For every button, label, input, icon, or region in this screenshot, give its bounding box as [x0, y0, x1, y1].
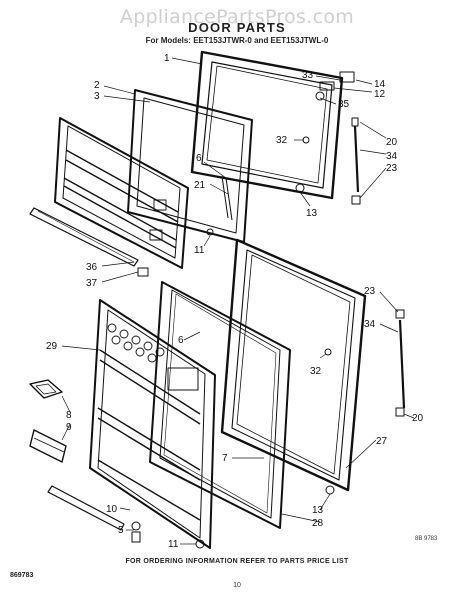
- callout-label: 6: [178, 335, 184, 346]
- callout-label: 36: [86, 262, 98, 273]
- callout-label: 13: [312, 505, 324, 516]
- freezer-trim-strip: [29, 207, 139, 267]
- callout-label: 33: [302, 70, 314, 81]
- callout-label: 23: [386, 163, 398, 174]
- diagram-subtitle: For Models: EET153JTWR-0 and EET153JTWL-…: [145, 36, 329, 45]
- callout-label: 7: [222, 453, 228, 464]
- fresh-food-door-liner: [89, 299, 216, 549]
- callout-label: 37: [86, 278, 98, 289]
- watermark: AppliancePartsPros.com: [119, 6, 355, 28]
- callout-label: 3: [94, 91, 100, 102]
- callout-label: 20: [412, 413, 424, 424]
- shelf-bracket: [29, 429, 67, 463]
- drawing-code: 8B 9783: [415, 536, 438, 542]
- fresh-food-liner-frame: [149, 281, 291, 529]
- callout-label: 29: [46, 341, 58, 352]
- callout-label: 6: [196, 153, 202, 164]
- callout-label: 12: [374, 89, 386, 100]
- freezer-outer-gasket: [190, 50, 344, 200]
- ordering-note: FOR ORDERING INFORMATION REFER TO PARTS …: [125, 558, 349, 565]
- callout-label: 23: [364, 286, 376, 297]
- callout-label: 14: [374, 79, 386, 90]
- callout-label: 20: [386, 137, 398, 148]
- figure-code: 869783: [10, 572, 34, 579]
- callout-label: 28: [312, 518, 324, 529]
- callout-label: 13: [306, 208, 318, 219]
- callout-label: 32: [276, 135, 288, 146]
- callout-label: 5: [118, 525, 124, 536]
- callout-label: 2: [94, 80, 100, 91]
- callout-label: 21: [194, 180, 206, 191]
- butter-compartment: [29, 379, 63, 399]
- callout-label: 11: [194, 245, 205, 256]
- callout-label: 11: [168, 539, 179, 550]
- callout-label: 27: [376, 436, 388, 447]
- diagram-title: DOOR PARTS: [188, 20, 286, 35]
- callout-label: 35: [338, 99, 350, 110]
- callout-label: 8: [66, 410, 72, 421]
- freezer-door-liner: [54, 117, 189, 269]
- leader-lines: [61, 57, 415, 545]
- callout-labels: 1 2 3 33 14 12 35 32 20 34 23 6 21 13 11…: [46, 53, 424, 550]
- callout-label: 1: [164, 53, 170, 64]
- callout-label: 10: [106, 504, 118, 515]
- callout-label: 34: [364, 319, 376, 330]
- fresh-food-trim-strip: [47, 485, 125, 531]
- callout-label: 34: [386, 151, 398, 162]
- page-number: 10: [233, 582, 241, 589]
- callout-label: 32: [310, 366, 322, 377]
- callout-label: 9: [66, 422, 72, 433]
- fresh-food-outer-gasket: [220, 238, 367, 492]
